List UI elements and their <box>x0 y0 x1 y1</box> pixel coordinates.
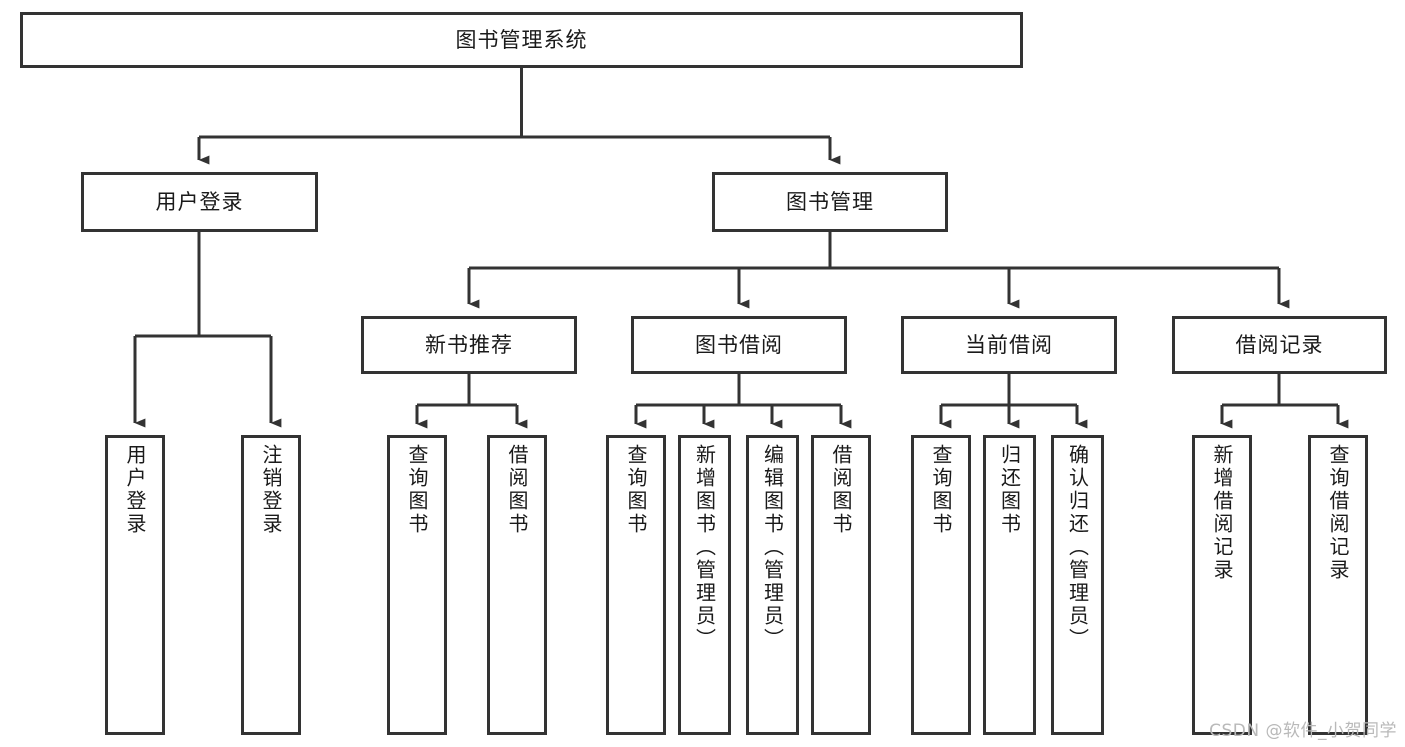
node-label: 借阅图书 <box>829 444 853 536</box>
csdn-watermark: CSDN @软件_小贺同学 <box>1209 721 1397 741</box>
node-label: 用户登录 <box>155 189 244 214</box>
node-label: 编辑图书（管理员） <box>760 444 785 651</box>
leaf-recommend-query-book[interactable]: 查询图书 <box>387 435 447 735</box>
node-root-system[interactable]: 图书管理系统 <box>20 12 1023 68</box>
node-new-book-recommend[interactable]: 新书推荐 <box>361 316 577 374</box>
node-label: 借阅图书 <box>505 444 529 536</box>
node-label: 当前借阅 <box>965 332 1053 357</box>
node-user-login[interactable]: 用户登录 <box>81 172 318 232</box>
leaf-borrow-borrow-book[interactable]: 借阅图书 <box>811 435 871 735</box>
node-label: 查询图书 <box>929 444 953 536</box>
leaf-current-query-book[interactable]: 查询图书 <box>911 435 971 735</box>
leaf-borrow-add-book[interactable]: 新增图书（管理员） <box>678 435 731 735</box>
leaf-borrow-query-book[interactable]: 查询图书 <box>606 435 666 735</box>
leaf-record-query-record[interactable]: 查询借阅记录 <box>1308 435 1368 735</box>
leaf-record-add-record[interactable]: 新增借阅记录 <box>1192 435 1252 735</box>
node-borrow-record[interactable]: 借阅记录 <box>1172 316 1387 374</box>
node-book-management[interactable]: 图书管理 <box>712 172 948 232</box>
leaf-current-confirm-return[interactable]: 确认归还（管理员） <box>1051 435 1104 735</box>
node-current-borrow[interactable]: 当前借阅 <box>901 316 1117 374</box>
leaf-current-return-book[interactable]: 归还图书 <box>983 435 1036 735</box>
node-label: 新书推荐 <box>425 332 513 357</box>
node-label: 图书管理 <box>786 189 874 214</box>
node-label: 新增图书（管理员） <box>692 444 717 651</box>
leaf-user-login-login[interactable]: 用户登录 <box>105 435 165 735</box>
leaf-user-login-logout[interactable]: 注销登录 <box>241 435 301 735</box>
node-label: 新增借阅记录 <box>1210 444 1234 582</box>
leaf-borrow-edit-book[interactable]: 编辑图书（管理员） <box>746 435 799 735</box>
leaf-recommend-borrow-book[interactable]: 借阅图书 <box>487 435 547 735</box>
node-label: 图书借阅 <box>695 332 783 357</box>
node-label: 查询借阅记录 <box>1326 444 1350 582</box>
node-label: 确认归还（管理员） <box>1065 444 1090 651</box>
node-label: 注销登录 <box>259 444 283 536</box>
node-label: 借阅记录 <box>1235 332 1324 357</box>
node-label: 用户登录 <box>123 444 147 536</box>
node-label: 查询图书 <box>405 444 429 536</box>
node-label: 图书管理系统 <box>455 27 588 52</box>
node-book-borrow[interactable]: 图书借阅 <box>631 316 847 374</box>
node-label: 归还图书 <box>997 444 1022 536</box>
node-label: 查询图书 <box>624 444 648 536</box>
